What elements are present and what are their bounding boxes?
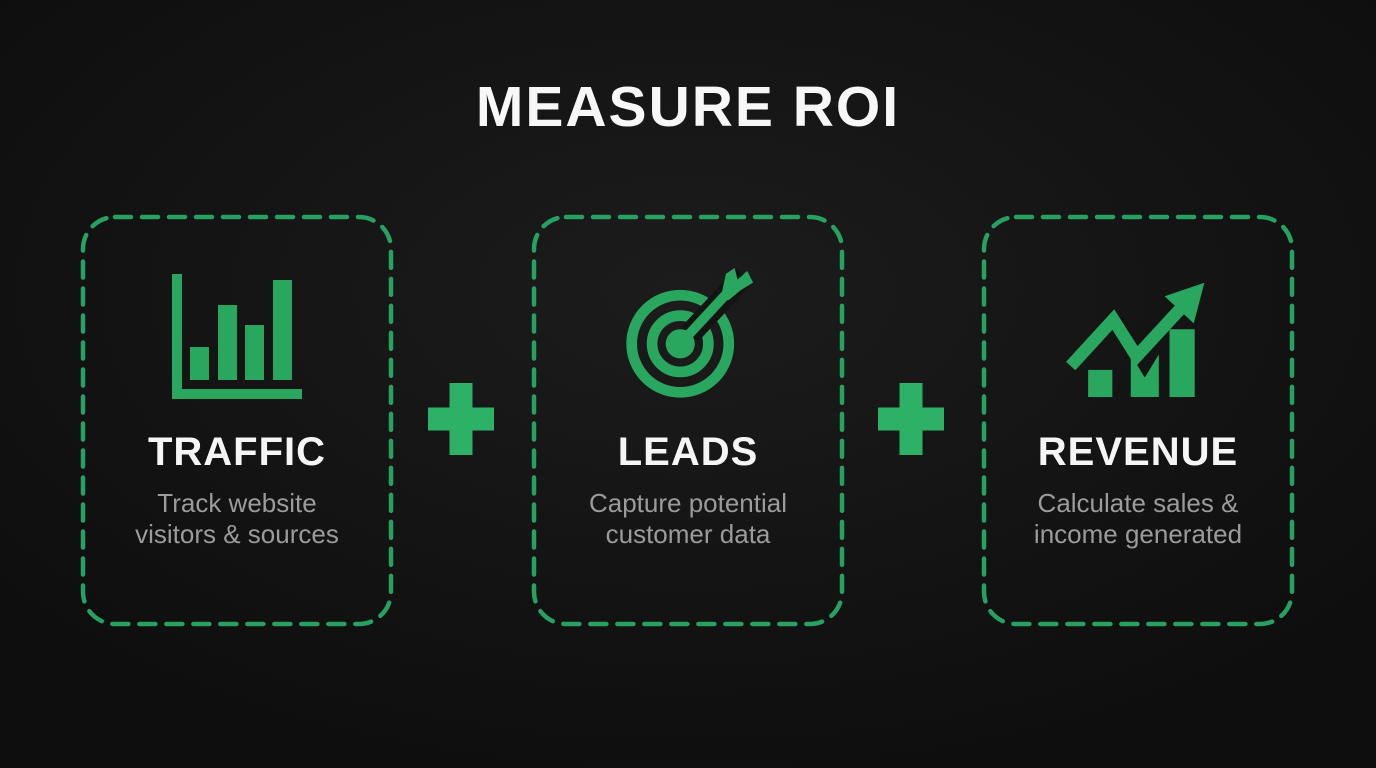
plus-icon (428, 383, 494, 455)
card-leads-description: Capture potential customer data (588, 488, 788, 550)
card-leads-content: LEADS Capture potential customer data (531, 214, 845, 627)
card-traffic: TRAFFIC Track website visitors & sources (80, 214, 394, 627)
dashed-border (531, 214, 845, 627)
card-revenue-content: REVENUE Calculate sales & income generat… (981, 214, 1295, 627)
growth-arrow-icon (1061, 266, 1216, 406)
card-traffic-content: TRAFFIC Track website visitors & sources (80, 214, 394, 627)
dashed-border (981, 214, 1295, 627)
card-revenue: REVENUE Calculate sales & income generat… (981, 214, 1295, 627)
page-title: MEASURE ROI (475, 75, 901, 139)
card-traffic-label: TRAFFIC (147, 430, 327, 474)
card-revenue-label: REVENUE (1037, 430, 1239, 474)
plus-icon (878, 383, 944, 455)
card-leads-label: LEADS (617, 430, 759, 474)
bar-chart-icon (172, 266, 302, 406)
card-revenue-description: Calculate sales & income generated (1033, 488, 1243, 550)
card-traffic-description: Track website visitors & sources (135, 488, 339, 550)
target-arrow-icon (620, 266, 756, 406)
card-leads: LEADS Capture potential customer data (531, 214, 845, 627)
dashed-border (80, 214, 394, 627)
